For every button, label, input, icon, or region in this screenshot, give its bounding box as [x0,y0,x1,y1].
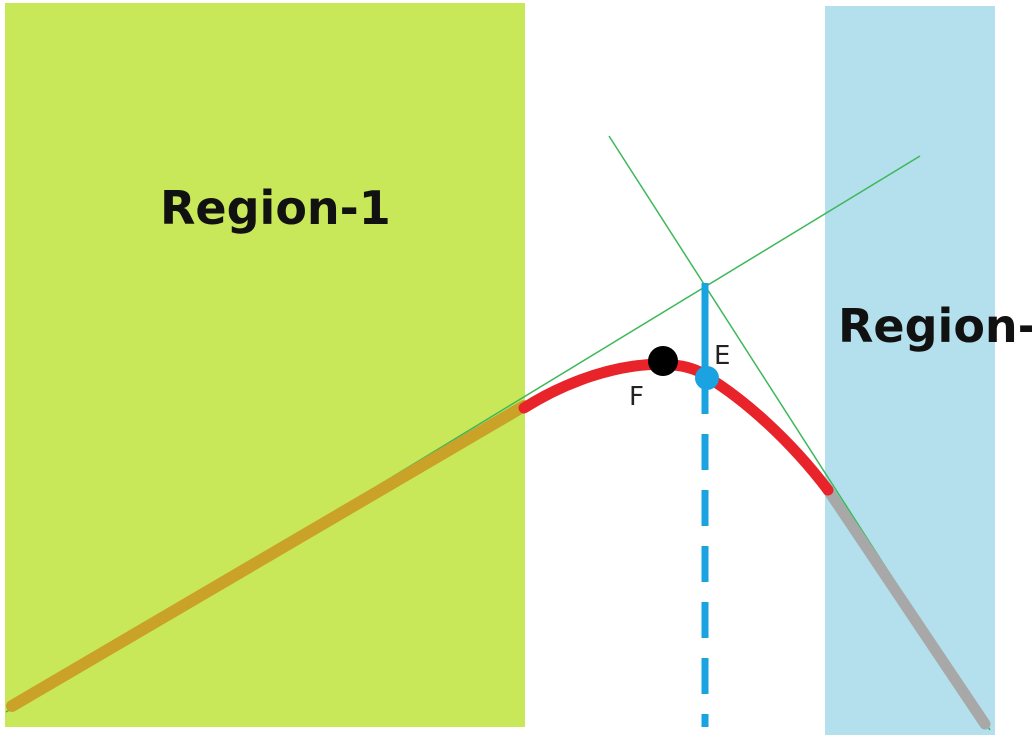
region-1-area [5,3,525,727]
point-f-marker [648,346,678,376]
point-e-label: E [714,341,730,371]
region-2-label: Region-2 [838,299,1032,353]
region-2-line [822,484,991,730]
region-1-line [6,400,530,712]
region-1-label: Region-1 [160,181,391,235]
region-2-area [825,6,995,735]
point-f-label: F [629,382,644,412]
transition-curve [518,358,834,496]
point-e-marker [695,366,719,390]
